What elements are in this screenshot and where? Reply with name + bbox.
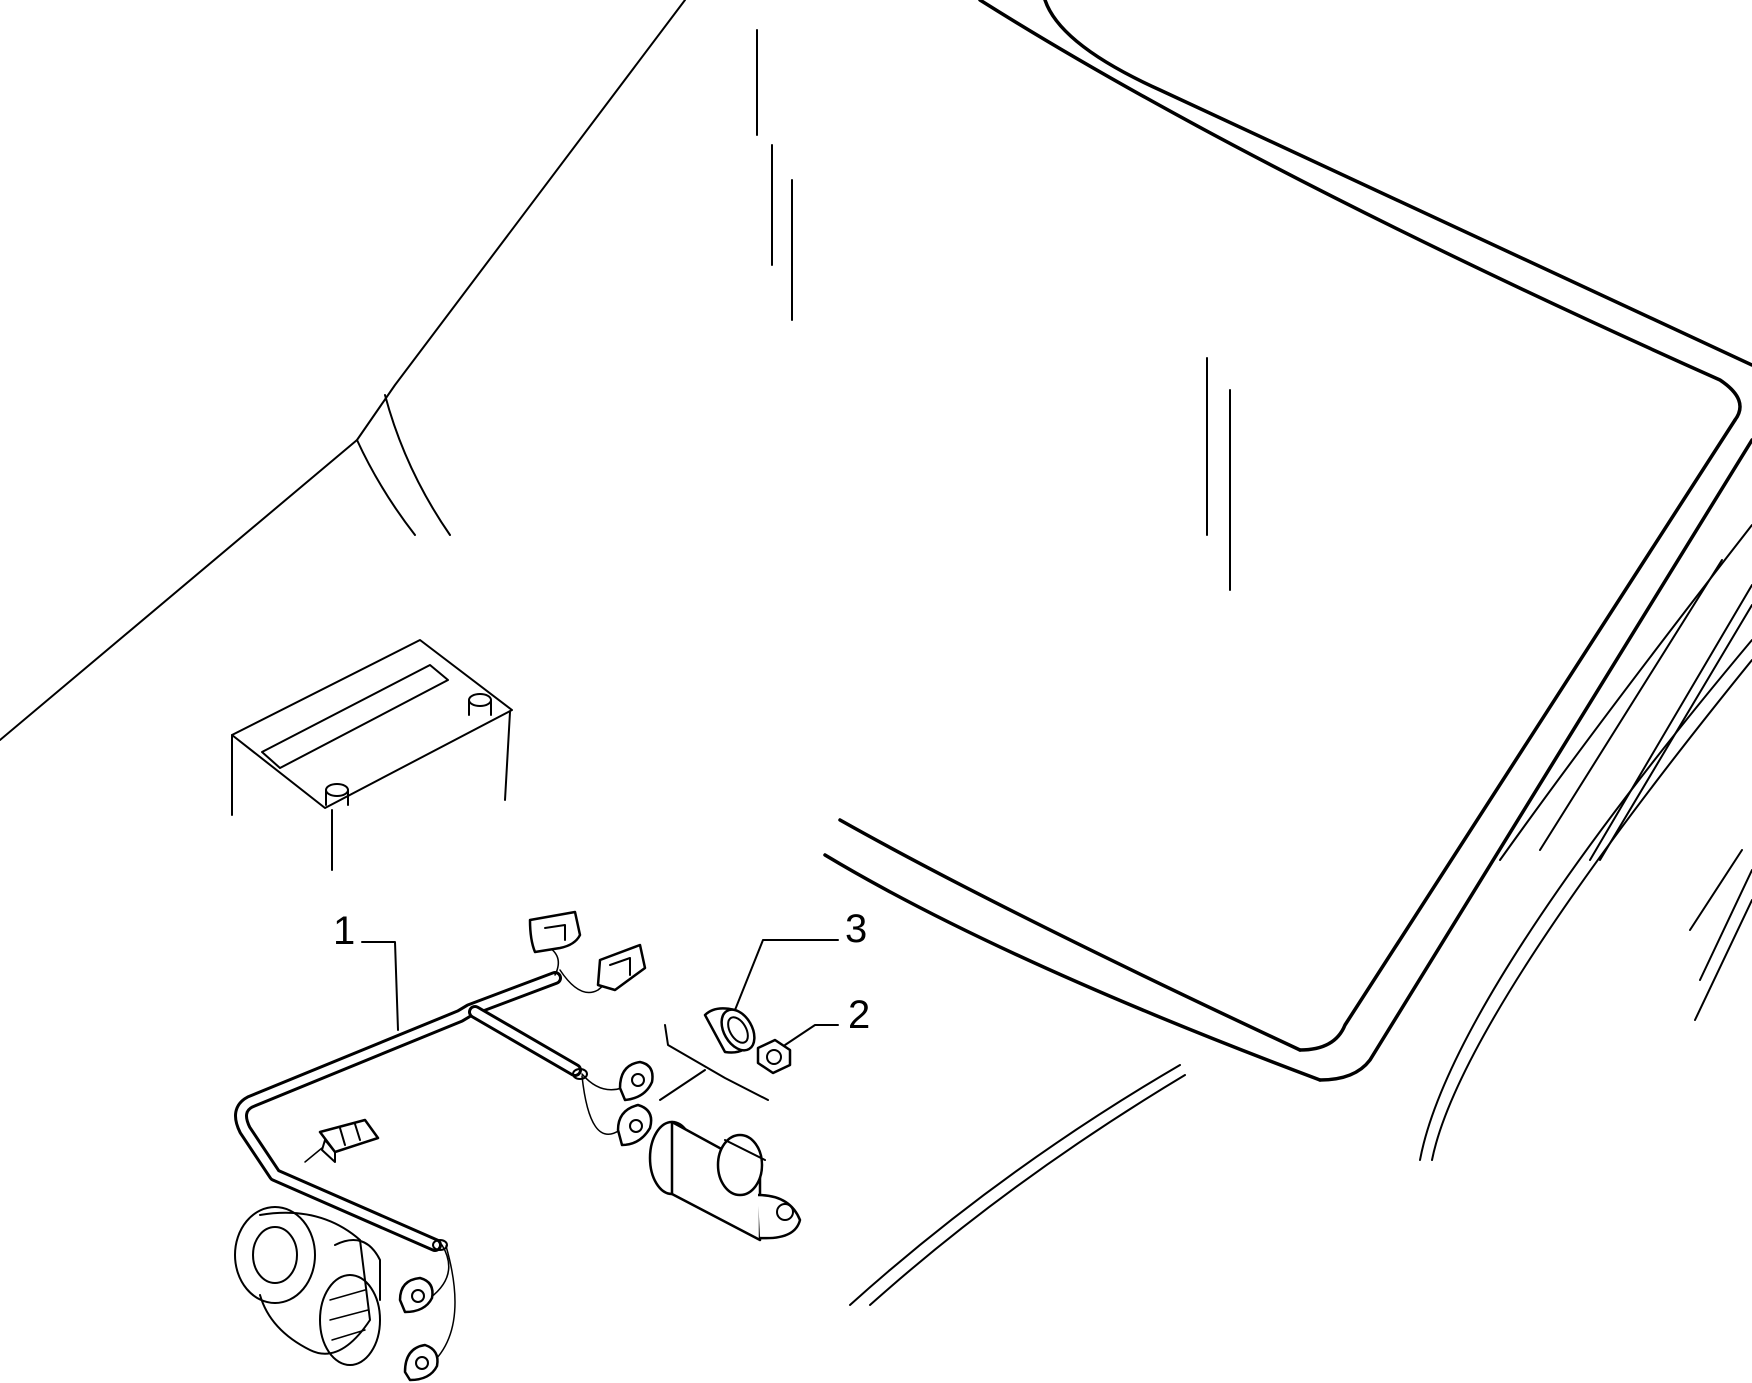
fender-line (0, 0, 686, 741)
a-pillar-inner (356, 439, 416, 536)
a-pillar-outer (384, 394, 451, 536)
door-line-2 (1539, 559, 1723, 851)
ring-terminal-2 (616, 1103, 653, 1147)
door-line-7 (1689, 849, 1743, 931)
callout-2: 2 (848, 993, 870, 1037)
cowl-line (823, 853, 1322, 1082)
callout-1: 1 (333, 909, 355, 953)
connector-a (528, 910, 582, 954)
vehicle-body-outline (0, 0, 1752, 1306)
starter-motor (648, 1120, 802, 1242)
ring-terminal-4 (403, 1343, 439, 1382)
battery (231, 639, 513, 871)
harness-end-cap (432, 1239, 448, 1251)
door-line-1 (1499, 524, 1752, 861)
door-line-9 (1694, 899, 1752, 1021)
group-bracket (659, 1024, 769, 1101)
harness-end-cap (572, 1068, 588, 1080)
callout-labels: 1 3 2 (333, 907, 870, 1037)
leader-3 (734, 939, 839, 1011)
nut-part-2 (756, 1038, 792, 1075)
ring-terminal-1 (618, 1060, 654, 1102)
callout-3: 3 (845, 907, 867, 951)
bushing-part-3 (703, 1007, 756, 1054)
windshield-top-frame (978, 0, 1742, 422)
hood-lower-line-2 (869, 1074, 1186, 1306)
wiring-harness (234, 944, 623, 1366)
windshield-right-edge-outer (1318, 438, 1752, 1082)
harness-connectors (304, 910, 654, 1382)
leader-1 (361, 941, 399, 1031)
windshield-right-edge (1298, 418, 1737, 1052)
windshield-top-frame-inner (1043, 0, 1752, 367)
door-line-6 (1431, 659, 1752, 1161)
leader-2 (784, 1024, 839, 1046)
ring-terminal-3 (398, 1276, 434, 1314)
alternator (234, 1206, 381, 1366)
door-line-8 (1699, 869, 1752, 981)
door-line-5 (1419, 639, 1752, 1161)
door-line-3 (1589, 584, 1752, 861)
callout-leaders (361, 939, 839, 1046)
windshield-bottom-edge (838, 818, 1302, 1052)
connector-b (596, 943, 647, 992)
hood-lower-line (849, 1064, 1181, 1306)
connector-block (318, 1118, 380, 1154)
